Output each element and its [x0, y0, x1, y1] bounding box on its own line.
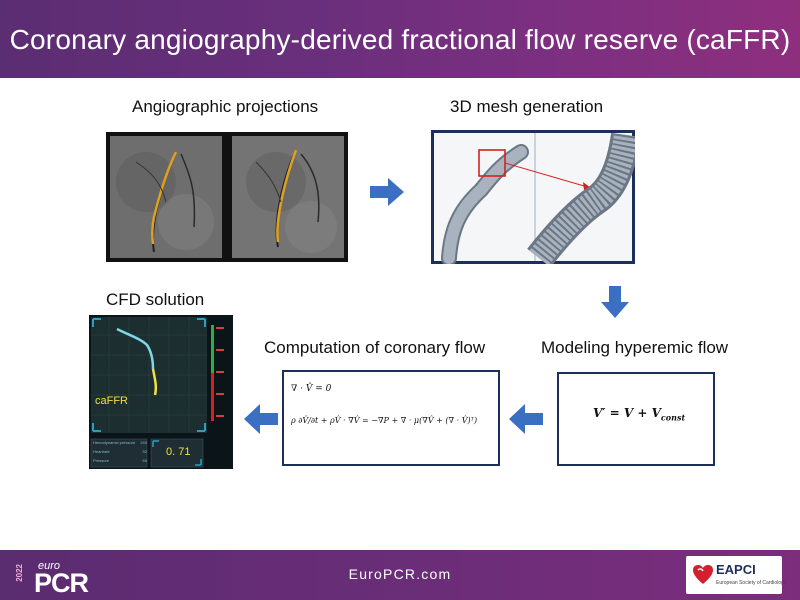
cfd-visual: [89, 315, 233, 469]
cfd-stat-value: 240: [140, 440, 147, 445]
navier-stokes-box: ∇ · V̂ = 0 ρ ∂V̂/∂t + ρV̂ · ∇V̂ = −∇P + …: [282, 370, 500, 466]
eapci-logo: EAPCI European Society of Cardiology: [686, 556, 786, 594]
angiography-images: [106, 132, 348, 262]
cfd-caffr-value: 0. 71: [166, 446, 191, 458]
cfd-stat-row: Heartrate 92: [93, 447, 147, 456]
cfd-stats: Hemodynamic pressure 240 Heartrate 92 Pr…: [93, 438, 147, 465]
arrow-right-icon: [370, 178, 404, 206]
title-bar: Coronary angiography-derived fractional …: [0, 0, 800, 78]
footer-bar: 2022 euro PCR EuroPCR.com: [0, 550, 800, 600]
europcr-logo: 2022 euro PCR: [8, 556, 89, 598]
cfd-solution-display: caFFR 0. 71 Hemodynamic pressure 240 Hea…: [89, 315, 233, 469]
cfd-stat-row: Hemodynamic pressure 240: [93, 438, 147, 447]
cfd-caffr-label: caFFR: [95, 395, 128, 407]
arrow-left-icon: [244, 404, 278, 434]
arrow-down-icon: [601, 286, 629, 318]
continuity-equation: ∇ · V̂ = 0: [291, 384, 332, 394]
cfd-stat-name: Hemodynamic pressure: [93, 440, 136, 445]
heart-icon: [693, 565, 713, 584]
label-modeling-hyperemic-flow: Modeling hyperemic flow: [541, 338, 729, 357]
footer-url[interactable]: EuroPCR.com: [348, 566, 452, 582]
europcr-euro-text: euro: [38, 560, 61, 572]
label-3d-mesh-generation: 3D mesh generation: [450, 97, 604, 116]
mesh-images: [431, 130, 635, 264]
cfd-stat-name: Heartrate: [93, 449, 110, 454]
cfd-stat-value: 92: [142, 449, 147, 454]
arrow-left-icon: [509, 404, 543, 434]
europcr-pcr-text: PCR: [34, 568, 89, 598]
label-cfd-solution: CFD solution: [106, 290, 205, 309]
hyperemic-equation-subscript: const: [660, 412, 686, 423]
eapci-subtext: European Society of Cardiology: [716, 580, 787, 586]
label-computation-of-coronary-flow: Computation of coronary flow: [264, 338, 486, 357]
eapci-text: EAPCI: [716, 562, 756, 577]
hyperemic-equation-main: V′ = V + V: [593, 406, 661, 420]
cfd-stat-row: Pressure 65: [93, 456, 147, 465]
cfd-stat-name: Pressure: [93, 458, 110, 463]
label-angiographic-projections: Angiographic projections: [132, 97, 319, 116]
momentum-equation: ρ ∂V̂/∂t + ρV̂ · ∇V̂ = −∇P + ∇ · μ(∇V̂ +…: [291, 416, 478, 425]
cfd-stat-value: 65: [142, 458, 147, 463]
slide-title: Coronary angiography-derived fractional …: [9, 24, 791, 55]
hyperemic-flow-box: V′ = V + Vconst: [557, 372, 715, 466]
hyperemic-equation: V′ = V + Vconst: [593, 406, 685, 422]
